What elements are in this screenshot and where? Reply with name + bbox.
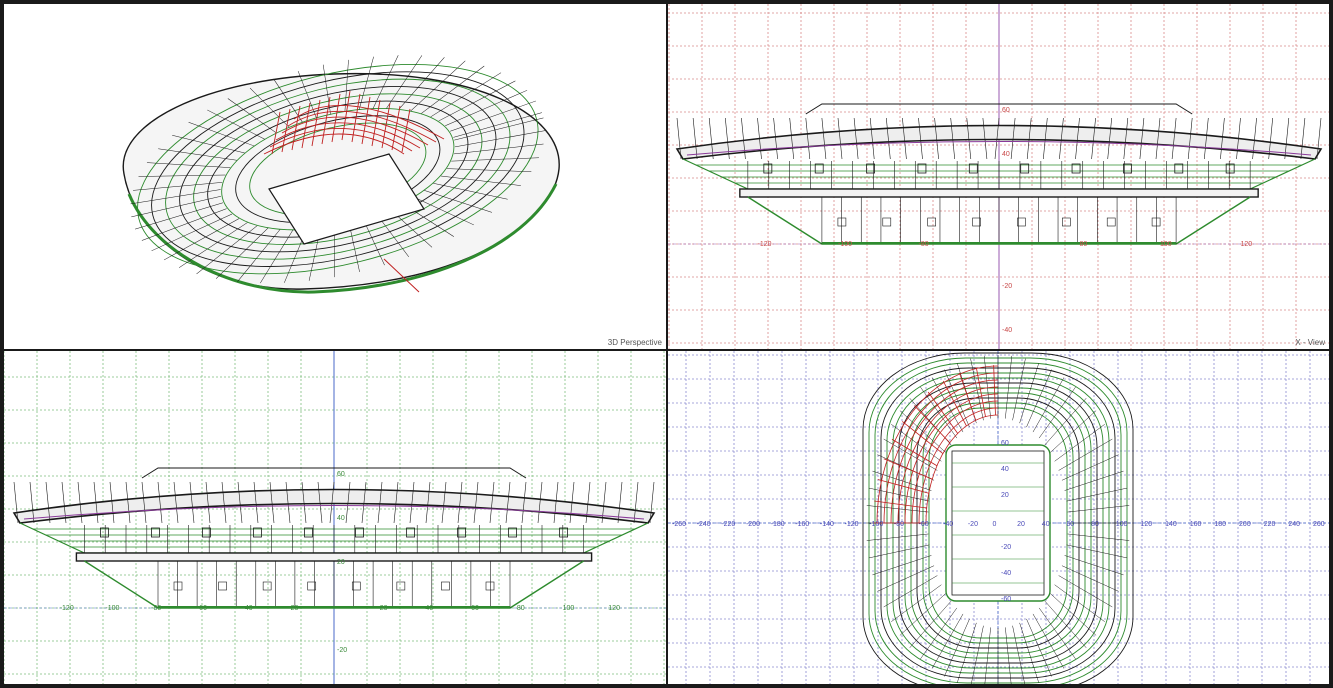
x-tick-label: 0 <box>993 521 997 528</box>
y-tick-label: 40 <box>1001 466 1009 473</box>
side-elevation-wireframe: -120 -100 -80 -60 -40 -20 20 40 60 80 100 120 60 40 20… <box>4 351 666 684</box>
front-elevation-wireframe: -120 -100 -80 80 100 120 60 40 -20 -40 <box>668 4 1329 349</box>
x-tick-label: -200 <box>746 521 760 528</box>
x-tick-label: -100 <box>838 241 852 248</box>
x-tick-label: -120 <box>60 605 74 612</box>
y-tick-label: -60 <box>1001 596 1011 603</box>
x-tick-label: -120 <box>758 241 772 248</box>
x-tick-label: 160 <box>1190 521 1202 528</box>
x-tick-label: 240 <box>1288 521 1300 528</box>
green-skirt <box>127 183 558 294</box>
x-tick-label: 20 <box>380 605 388 612</box>
x-tick-label: -20 <box>968 521 978 528</box>
x-tick-label: 80 <box>517 605 525 612</box>
x-tick-label: -220 <box>721 521 735 528</box>
x-tick-label: -100 <box>869 521 883 528</box>
axis-indicator <box>383 258 420 293</box>
roof-cap <box>805 103 1193 115</box>
pitch-lines <box>952 462 1044 584</box>
x-tick-label: -100 <box>105 605 119 612</box>
x-tick-label: -80 <box>151 605 161 612</box>
x-tick-label: 100 <box>1116 521 1128 528</box>
perspective-viewport[interactable]: 3D Perspective <box>4 4 666 349</box>
x-tick-label: 120 <box>608 605 620 612</box>
y-tick-label: 20 <box>1001 492 1009 499</box>
x-tick-label: 180 <box>1214 521 1226 528</box>
y-tick-label: 60 <box>1002 107 1010 114</box>
x-tick-label: 60 <box>471 605 479 612</box>
x-tick-label: -180 <box>771 521 785 528</box>
pitch <box>945 444 1051 602</box>
x-tick-label: 40 <box>425 605 433 612</box>
lower-bowl-members <box>821 197 1177 244</box>
y-tick-label: 40 <box>1002 151 1010 158</box>
vertical-members <box>84 525 584 553</box>
x-tick-label: -80 <box>919 241 929 248</box>
roof-ribs <box>676 117 1322 160</box>
x-tick-label: 60 <box>1066 521 1074 528</box>
x-tick-label: 220 <box>1264 521 1276 528</box>
y-tick-label: -40 <box>1001 570 1011 577</box>
x-tick-label: -80 <box>894 521 904 528</box>
top-plan-wireframe: -260-240-220-200-180-160-140-120-100-80-… <box>668 351 1329 684</box>
vomitory-boxes <box>763 163 1235 174</box>
x-tick-label: -120 <box>845 521 859 528</box>
x-tick-label: -160 <box>795 521 809 528</box>
highlighted-stand <box>263 90 445 155</box>
x-tick-label: -40 <box>943 521 953 528</box>
y-tick-label: -40 <box>1002 327 1012 334</box>
perspective-viewport-label: 3D Perspective <box>607 338 662 347</box>
lower-bowl-members <box>157 561 511 608</box>
roof-cap <box>141 467 527 479</box>
x-tick-label: 120 <box>1241 241 1253 248</box>
y-tick-label: 60 <box>337 471 345 478</box>
x-tick-label: 80 <box>1080 241 1088 248</box>
x-tick-label: -240 <box>697 521 711 528</box>
vertical-members <box>747 161 1251 189</box>
x-tick-label: -20 <box>288 605 298 612</box>
x-tick-label: -40 <box>243 605 253 612</box>
vomitory-boxes <box>100 527 568 538</box>
pitch <box>268 153 425 245</box>
concourse-slab <box>75 552 593 562</box>
x-tick-label: -60 <box>919 521 929 528</box>
y-tick-label: -20 <box>337 647 347 654</box>
x-tick-label: 40 <box>1042 521 1050 528</box>
x-tick-label: -60 <box>197 605 207 612</box>
grid-lines <box>4 351 666 684</box>
x-tick-label: 140 <box>1165 521 1177 528</box>
y-tick-label: 60 <box>1001 440 1009 447</box>
x-tick-label: 100 <box>1160 241 1172 248</box>
roof-accent <box>686 141 1312 156</box>
x-tick-label: 260 <box>1313 521 1325 528</box>
grid-lines <box>668 4 1329 349</box>
concourse-slab <box>739 188 1259 198</box>
x-tick-label: 100 <box>563 605 575 612</box>
roof-ribs <box>13 481 655 524</box>
roof-accent <box>23 505 645 520</box>
y-tick-label: 20 <box>337 559 345 566</box>
x-tick-label: -260 <box>672 521 686 528</box>
perspective-wireframe <box>122 55 560 294</box>
y-tick-label: 40 <box>337 515 345 522</box>
y-tick-label: -20 <box>1001 544 1011 551</box>
x-tick-label: 120 <box>1140 521 1152 528</box>
x-tick-label: -140 <box>820 521 834 528</box>
top-viewport[interactable]: -260-240-220-200-180-160-140-120-100-80-… <box>668 351 1329 684</box>
x-tick-label: 80 <box>1091 521 1099 528</box>
side-viewport[interactable]: -120 -100 -80 -60 -40 -20 20 40 60 80 100 120 60 40 20… <box>4 351 666 684</box>
front-viewport-label: X - View <box>1295 338 1325 347</box>
highlighted-quadrant <box>873 365 999 524</box>
x-tick-label: 200 <box>1239 521 1251 528</box>
pitch-inner <box>951 450 1045 596</box>
y-tick-label: -20 <box>1002 283 1012 290</box>
roof-ribs <box>130 55 546 284</box>
front-viewport[interactable]: -120 -100 -80 80 100 120 60 40 -20 -40 X - View <box>668 4 1329 349</box>
x-tick-label: 20 <box>1017 521 1025 528</box>
